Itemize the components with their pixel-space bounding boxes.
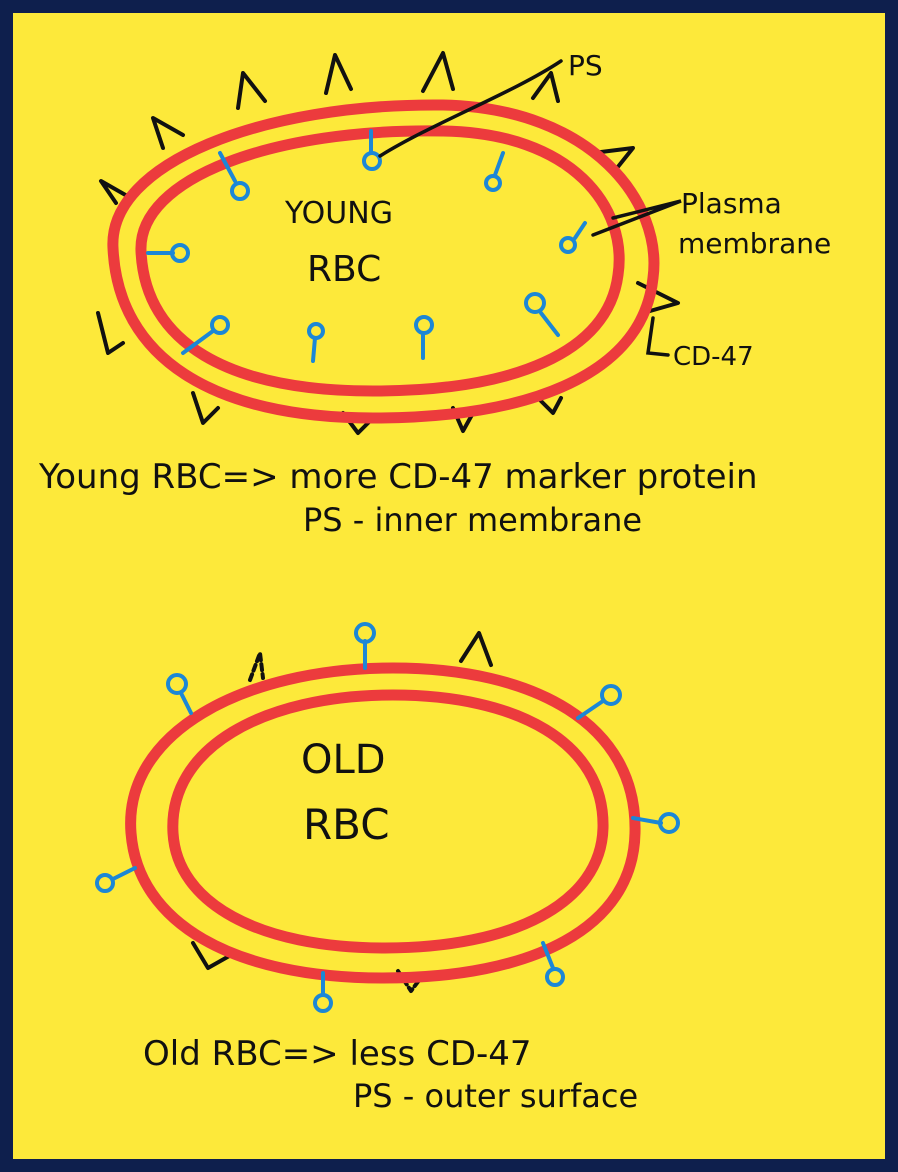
old-label-line2: RBC — [303, 800, 390, 849]
old-caption-line1: Old RBC=> less CD-47 — [143, 1034, 532, 1074]
old-inner-membrane — [167, 689, 609, 954]
membrane-label-line1: Plasma — [681, 187, 782, 220]
ps-pointer — [378, 59, 563, 158]
young-label-line2: RBC — [307, 249, 381, 290]
old-outer-membrane — [125, 662, 641, 984]
ps-markers-outer — [95, 622, 680, 1013]
young-caption-line2: PS - inner membrane — [303, 501, 642, 539]
ps-markers-inner — [146, 129, 587, 363]
membrane-label-line2: membrane — [678, 227, 831, 260]
young-rbc: YOUNG RBC PS Plasma membrane CD-47 Young… — [38, 49, 831, 539]
old-caption-line2: PS - outer surface — [353, 1077, 638, 1115]
membrane-pointer — [591, 199, 682, 237]
cd47-pointer — [646, 316, 670, 357]
old-rbc: OLD RBC Old RBC=> less CD-47 PS - outer … — [95, 622, 680, 1115]
diagram-frame: YOUNG RBC PS Plasma membrane CD-47 Young… — [10, 10, 888, 1162]
old-label-line1: OLD — [301, 737, 386, 783]
young-caption-line1: Young RBC=> more CD-47 marker protein — [38, 457, 758, 497]
young-inner-membrane — [135, 125, 625, 397]
young-outer-membrane — [107, 99, 660, 424]
cd47-label: CD-47 — [673, 342, 754, 372]
ps-label: PS — [568, 49, 603, 82]
young-label-line1: YOUNG — [284, 196, 393, 231]
rbc-diagram: YOUNG RBC PS Plasma membrane CD-47 Young… — [38, 49, 831, 1115]
